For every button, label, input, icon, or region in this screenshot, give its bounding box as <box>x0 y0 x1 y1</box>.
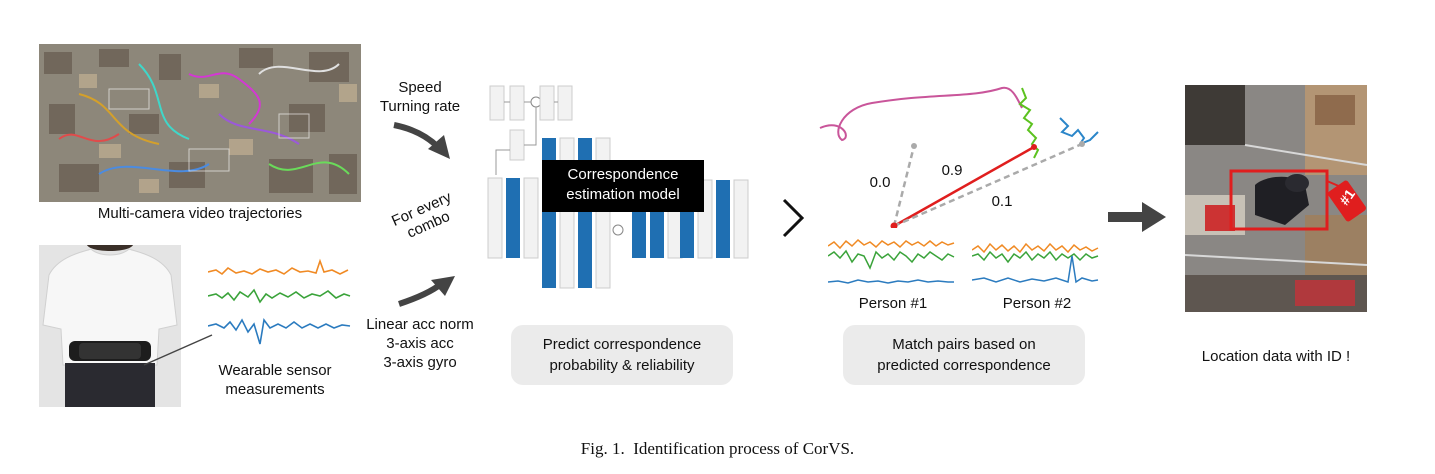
match-line2: predicted correspondence <box>877 357 1051 374</box>
sensor-signals <box>208 258 351 345</box>
figure-caption: Fig. 1. Identification process of CorVS. <box>580 439 855 458</box>
acc3-label: 3-axis acc <box>386 335 454 352</box>
model-box-line2: estimation model <box>566 186 680 203</box>
predict-line2: probability & reliability <box>549 357 695 374</box>
sensor-label-line1: Wearable sensor <box>218 362 332 379</box>
gyro3-label: 3-axis gyro <box>383 354 457 371</box>
arrow-right-icon <box>1108 202 1166 232</box>
score-c: 0.1 <box>991 193 1013 210</box>
combo-label: For every combo <box>377 183 473 251</box>
lower-arrow-icon <box>398 276 455 307</box>
network-top-branch <box>489 85 573 175</box>
sensor-pointer-line <box>143 334 213 366</box>
person1-label: Person #1 <box>858 295 928 312</box>
model-box-line1: Correspondence <box>567 166 679 183</box>
signal-blue <box>208 318 351 345</box>
match-line <box>893 145 1035 228</box>
linear-acc-label: Linear acc norm <box>366 316 474 333</box>
location-label: Location data with ID ! <box>1201 348 1351 365</box>
model-box: Correspondence estimation model <box>542 160 704 212</box>
dashed-line-c <box>893 142 1083 228</box>
speed-label: Speed <box>398 79 442 96</box>
sensor-label-line2: measurements <box>225 381 325 398</box>
wearable-sensor-photo <box>39 245 181 407</box>
trajectory-pink <box>819 86 1023 142</box>
match-pill: Match pairs based on predicted correspon… <box>843 325 1085 385</box>
signal-orange <box>208 258 349 276</box>
trajectory-match-plot <box>819 86 1099 228</box>
upper-arrow-icon <box>393 122 450 159</box>
trajectory-blue <box>1059 117 1099 147</box>
predict-pill: Predict correspondence probability & rel… <box>511 325 733 385</box>
turning-rate-label: Turning rate <box>379 98 461 115</box>
match-line1: Match pairs based on <box>892 336 1036 353</box>
person2-label: Person #2 <box>1002 295 1072 312</box>
video-trajectories-image <box>39 44 361 202</box>
video-label: Multi-camera video trajectories <box>97 205 303 222</box>
location-output-image: #1 <box>1185 85 1367 312</box>
person2-signals <box>972 242 1099 284</box>
score-a: 0.0 <box>869 174 891 191</box>
signal-green <box>208 288 351 304</box>
dashed-line-a <box>892 145 916 227</box>
chevron-right-icon <box>782 198 805 238</box>
person1-signals <box>828 238 955 284</box>
predict-line1: Predict correspondence <box>542 336 702 353</box>
score-b: 0.9 <box>941 162 963 179</box>
